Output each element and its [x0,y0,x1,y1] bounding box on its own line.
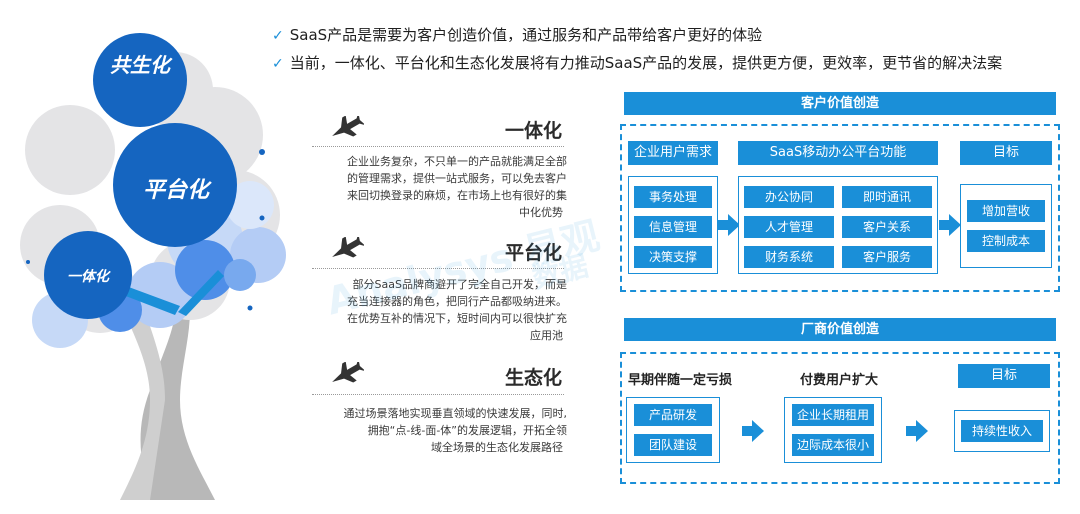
pillar-title-yiti: 一体化 [504,120,562,142]
desc-line: 企业业务复杂，不只单一的产品就能满足全部 [347,155,567,168]
expand-item: 企业长期租用 [792,404,874,426]
expand-item: 边际成本很小 [792,434,874,456]
desc-line: 部分SaaS品牌商避开了完全自己开发，而是 [352,278,567,291]
early-item: 团队建设 [634,434,712,456]
tree-label-pingtai: 平台化 [142,178,209,203]
need-item: 事务处理 [634,186,712,208]
bullet-2: ✓ 当前，一体化、平台化和生态化发展将有力推动SaaS产品的发展，提供更方便，更效… [272,52,1002,73]
pillar-divider [312,146,564,147]
desc-line: 来回切换登录的麻烦，在市场上也有很好的集 [347,189,567,202]
tree-circle-pingtai [113,123,237,247]
check-icon: ✓ [272,28,284,44]
desc-line: 域全场景的生态化发展路径 [431,441,563,454]
goal-item: 控制成本 [967,230,1045,252]
goal-item: 增加营收 [967,200,1045,222]
tree-illustration [0,30,300,514]
tree-trunk [140,310,215,500]
function-item: 办公协同 [744,186,834,208]
tree-circle-yiti [44,231,132,319]
pillar-title-shengtai: 生态化 [504,367,562,389]
header-platform-functions: SaaS移动办公平台功能 [738,141,938,165]
plane-icon [332,237,364,258]
tree-graphic [20,33,286,500]
function-item: 客户关系 [842,216,932,238]
tree-label-gongsheng: 共生化 [110,53,170,77]
pillar-title-pingtai: 平台化 [504,242,562,264]
customer-value-band: 客户价值创造 [624,92,1056,115]
desc-line: 中化优势 [519,206,563,219]
desc-line: 拥抱“点-线-面-体”的发展逻辑，开拓全领 [367,424,567,437]
pillar-desc-pingtai: 部分SaaS品牌商避开了完全自己开发，而是 充当连接器的角色，把同行产品都吸纳进… [312,276,567,344]
arrow-right-icon [718,214,740,236]
need-item: 信息管理 [634,216,712,238]
goals-group [960,184,1052,268]
function-item: 财务系统 [744,246,834,268]
arrow-right-icon [906,420,928,442]
vendor-value-band: 厂商价值创造 [624,318,1056,341]
header-early-loss: 早期伴随一定亏损 [628,373,733,388]
bullet-1-text: SaaS产品是需要为客户创造价值，通过服务和产品带给客户更好的体验 [289,26,763,44]
function-item: 人才管理 [744,216,834,238]
vendor-value-frame [620,352,1060,484]
desc-line: 应用池 [530,329,563,342]
function-item: 客户服务 [842,246,932,268]
bullet-2-text: 当前，一体化、平台化和生态化发展将有力推动SaaS产品的发展，提供更方便，更效率… [289,54,1003,72]
header-vendor-goal: 目标 [958,364,1050,388]
pillar-divider [312,394,564,395]
pillar-desc-shengtai: 通过场景落地实现垂直领域的快速发展，同时, 拥抱“点-线-面-体”的发展逻辑，开… [312,405,568,456]
header-paid-users: 付费用户扩大 [800,373,879,388]
arrow-right-icon [939,214,961,236]
tree-circle-gongsheng [93,33,187,127]
tree-trunk-left [120,295,165,500]
function-item: 即时通讯 [842,186,932,208]
desc-line: 的管理需求，提供一站式服务，可以免去客户 [347,172,567,185]
early-item: 产品研发 [634,404,712,426]
customer-value-frame [620,124,1060,292]
vendor-goal-item: 持续性收入 [961,420,1043,442]
desc-line: 在优势互补的情况下，短时间内可以很快扩充 [347,312,567,325]
bullet-1: ✓ SaaS产品是需要为客户创造价值，通过服务和产品带给客户更好的体验 [272,24,762,45]
need-item: 决策支撑 [634,246,712,268]
plane-icon [332,116,364,137]
plane-icon [332,362,364,383]
check-icon: ✓ [272,56,284,72]
arrow-right-icon [742,420,764,442]
desc-line: 通过场景落地实现垂直领域的快速发展，同时, [343,407,568,420]
header-goal: 目标 [960,141,1052,165]
pillar-desc-yiti: 企业业务复杂，不只单一的产品就能满足全部 的管理需求，提供一站式服务，可以免去客… [312,153,567,221]
desc-line: 充当连接器的角色，把同行产品都吸纳进来。 [347,295,567,308]
tree-label-yiti: 一体化 [67,269,109,285]
header-user-needs: 企业用户需求 [628,141,718,165]
pillar-divider [312,268,564,269]
